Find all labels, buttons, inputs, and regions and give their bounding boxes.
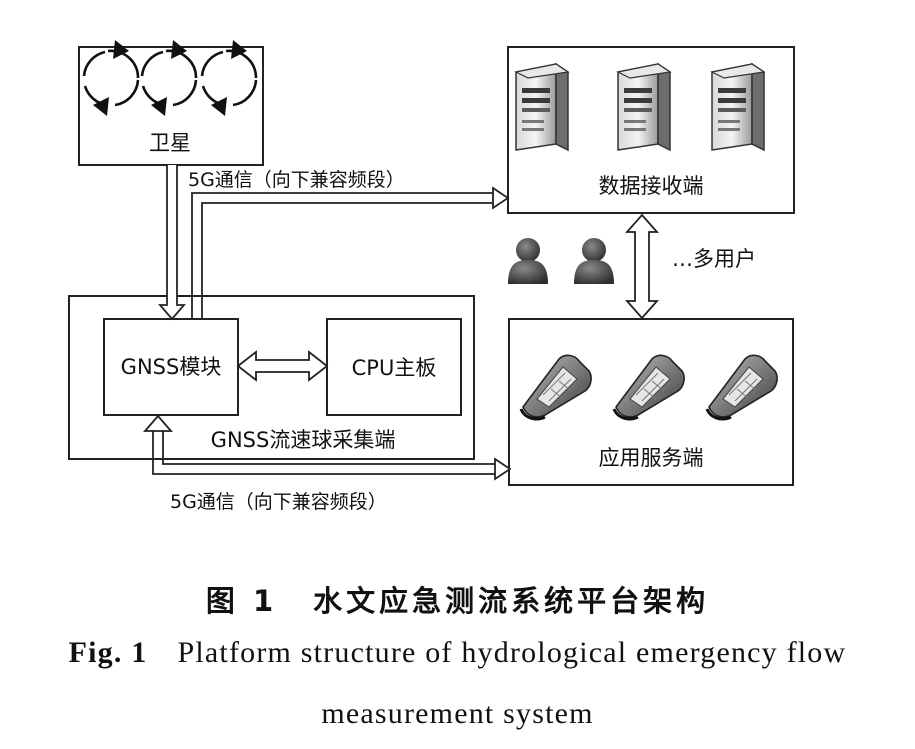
satellite-to-gnss-arrow [158, 165, 186, 321]
caption-zh-title: 水文应急测流系统平台架构 [313, 584, 710, 618]
server-tower-icon [515, 63, 569, 151]
caption-en-title-line2: measurement system [321, 697, 594, 730]
caption-zh-figure-number: 图 1 [205, 584, 278, 618]
architecture-diagram: 卫星 数据接收端 GNSS模块 CPU主板 GNSS流速球采集端 应用服务端 …… [68, 38, 795, 513]
gnss-ball-label: GNSS流速球采集端 [211, 428, 396, 452]
user-silhouette-icon [508, 238, 548, 284]
cpu-board-label: CPU主板 [352, 356, 437, 380]
app-service-label: 应用服务端 [599, 446, 704, 470]
gnss-cpu-double-arrow [236, 350, 329, 382]
server-tower-icon [711, 63, 765, 151]
satellite-box [78, 46, 264, 166]
server-icons [515, 63, 765, 151]
gnss-module-label: GNSS模块 [121, 355, 222, 379]
satellite-label: 卫星 [149, 131, 191, 155]
top-comm-label: 5G通信（向下兼容频段） [188, 169, 405, 191]
top-5g-arrowhead [492, 186, 510, 210]
multi-user-label: …多用户 [672, 247, 756, 271]
bottom-comm-label: 5G通信（向下兼容频段） [170, 491, 387, 513]
receiver-app-double-arrow [625, 213, 659, 320]
user-silhouette-icon [574, 238, 614, 284]
caption-english-line2: measurement system [0, 697, 915, 731]
cpu-board-box [326, 318, 462, 416]
server-tower-icon [617, 63, 671, 151]
data-receiver-label: 数据接收端 [599, 174, 704, 198]
caption-en-title-line1: Platform structure of hydrological emerg… [177, 636, 847, 669]
bottom-5g-path [152, 430, 495, 475]
top-5g-path [191, 192, 493, 319]
user-icons [508, 238, 614, 284]
bottom-5g-up-arrowhead [143, 414, 173, 432]
caption-chinese: 图 1 水文应急测流系统平台架构 [0, 578, 915, 620]
caption-english-line1: Fig. 1 Platform structure of hydrological… [0, 636, 915, 670]
bottom-5g-right-arrowhead [494, 457, 512, 481]
caption-en-figure-number: Fig. 1 [68, 636, 148, 669]
